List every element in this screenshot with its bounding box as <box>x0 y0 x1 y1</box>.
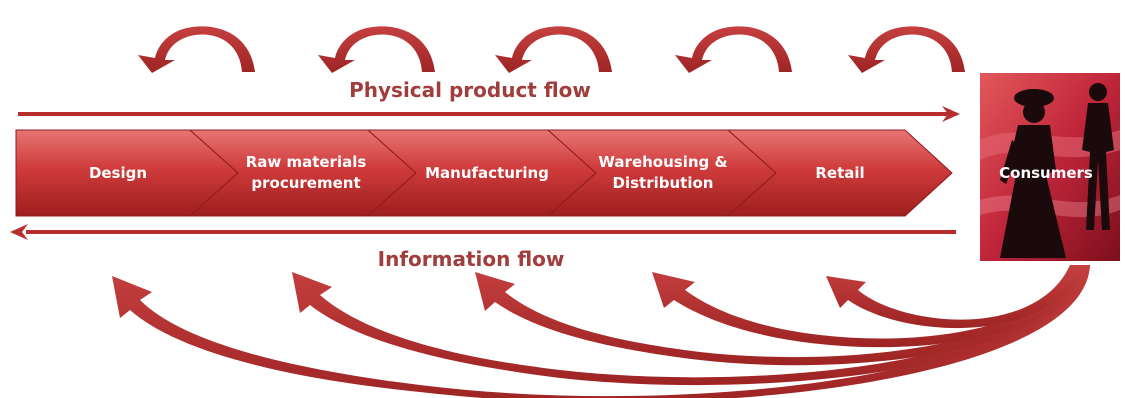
physical-flow-arrow <box>18 106 960 122</box>
feedback-arrow-to-warehousing <box>652 265 1090 348</box>
consumer-silhouette-icon <box>1000 89 1066 258</box>
stage-retail <box>726 129 953 217</box>
curved-arrow-icon-4 <box>675 26 792 73</box>
stage-label-raw-materials-line1: Raw materials <box>246 153 367 171</box>
stage-label-raw-materials-line2: procurement <box>251 174 360 192</box>
stage-label-warehousing-line2: Distribution <box>613 174 714 192</box>
stage-labels: Design Raw materials procurement Manufac… <box>89 153 865 192</box>
stage-chevrons <box>15 129 953 217</box>
stage-label-warehousing-line1: Warehousing & <box>598 153 727 171</box>
curved-arrow-icon-2 <box>318 26 435 73</box>
bottom-feedback-arrows <box>112 265 1090 398</box>
consumers-label: Consumers <box>999 164 1093 182</box>
information-flow-arrow <box>10 224 956 240</box>
feedback-arrow-to-manufacturing <box>475 265 1090 366</box>
top-curved-arrows <box>138 26 965 73</box>
curved-arrow-icon-5 <box>848 26 965 73</box>
curved-arrow-icon-3 <box>495 26 612 73</box>
consumer-silhouette-icon-2 <box>1082 83 1114 230</box>
stage-label-manufacturing: Manufacturing <box>425 164 549 182</box>
curved-arrow-icon-1 <box>138 26 255 73</box>
physical-flow-label: Physical product flow <box>349 78 591 102</box>
stage-label-design: Design <box>89 164 147 182</box>
feedback-arrow-to-retail <box>826 265 1085 329</box>
information-flow-label: Information flow <box>378 247 565 271</box>
consumers-panel: Consumers <box>980 73 1120 261</box>
stage-label-retail: Retail <box>815 164 864 182</box>
